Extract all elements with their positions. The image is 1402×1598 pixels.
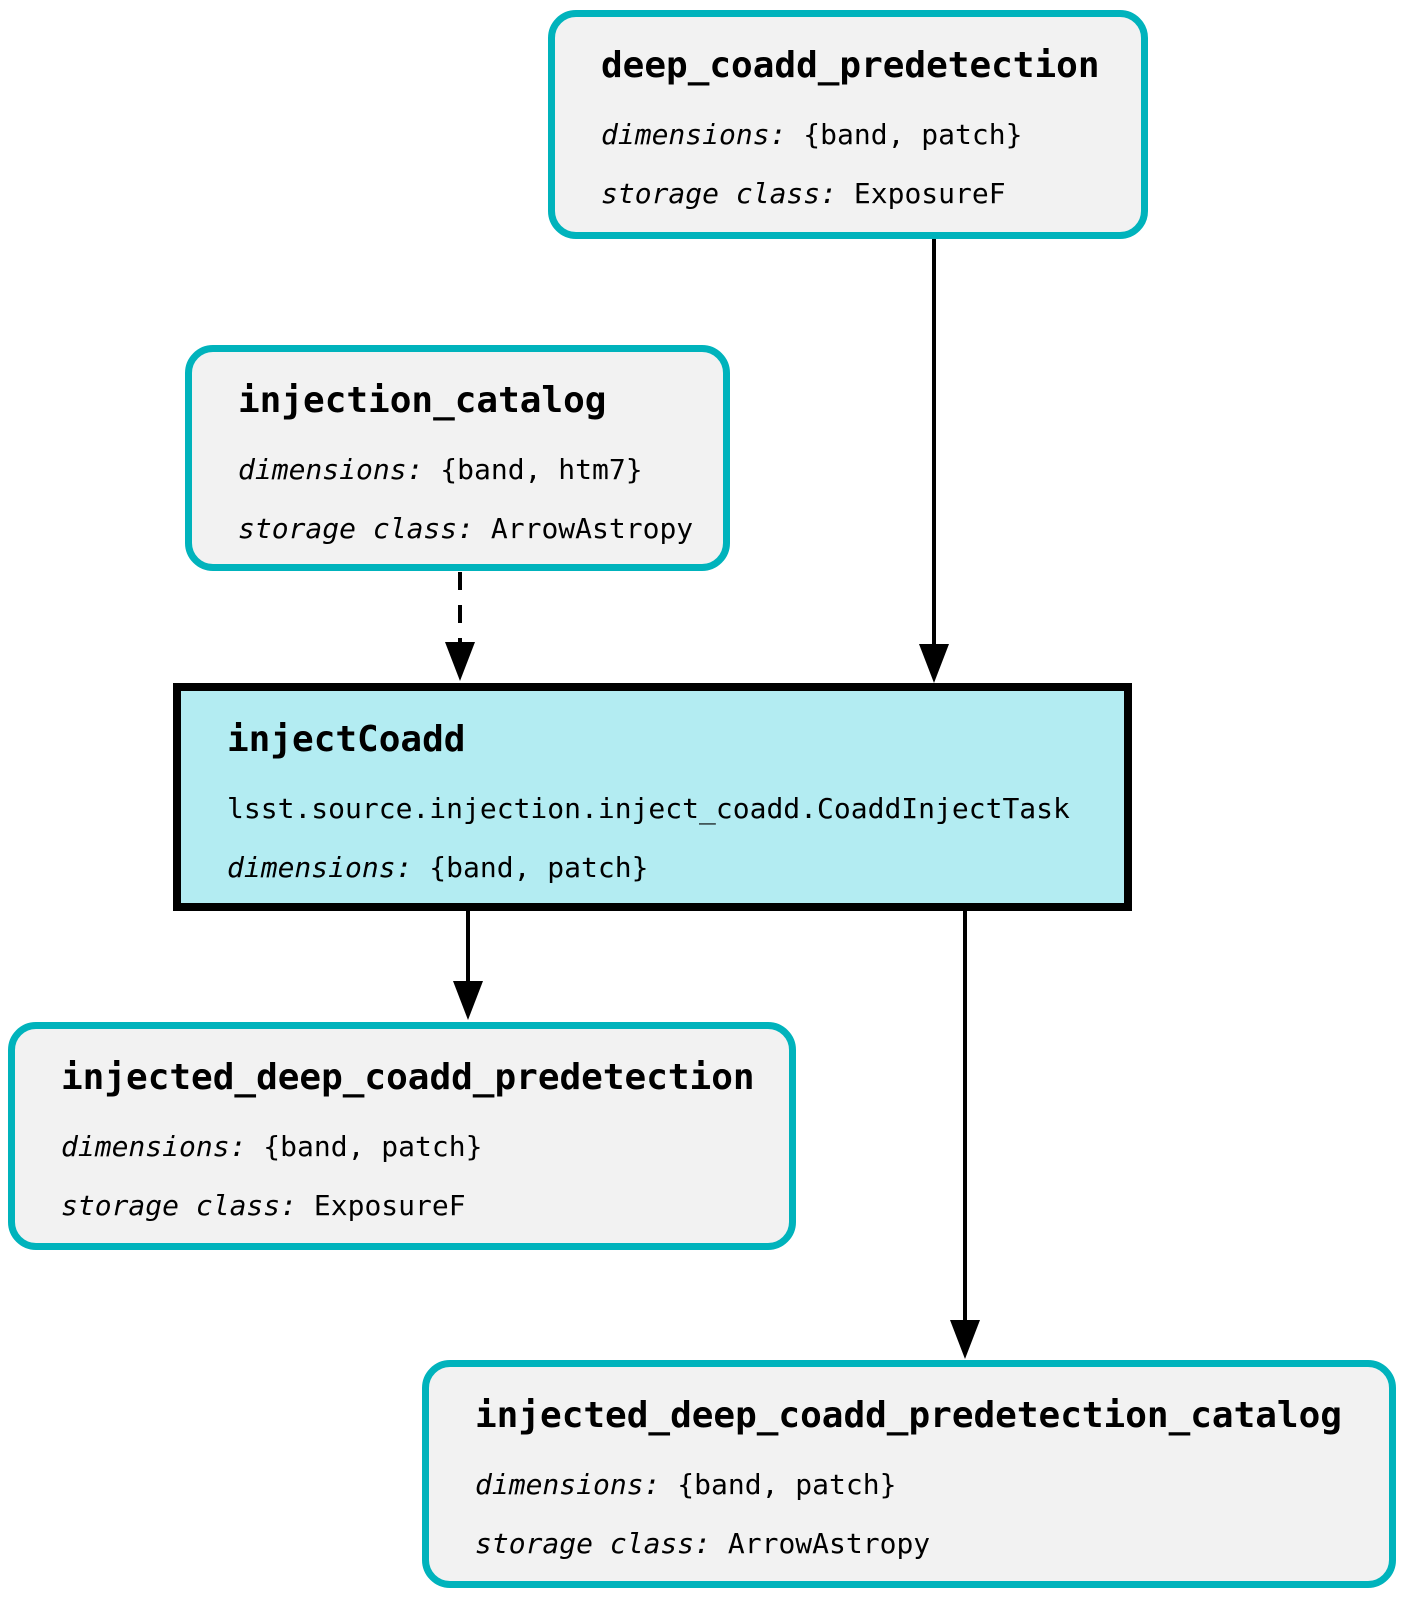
- edge-deep_coadd_predetection-to-injectCoadd: [919, 238, 949, 683]
- dimensions-value: {band, htm7}: [440, 453, 643, 486]
- dimensions-label: dimensions:: [227, 851, 413, 884]
- storage-class-label: storage class:: [475, 1527, 712, 1560]
- node-injection_catalog: injection_catalog dimensions: {band, htm…: [185, 345, 730, 571]
- node-injectCoadd: injectCoadd lsst.source.injection.inject…: [173, 683, 1132, 911]
- node-storage-row: storage class: ExposureF: [601, 179, 1095, 209]
- dimensions-label: dimensions:: [61, 1130, 247, 1163]
- node-injected_deep_coadd_predetection: injected_deep_coadd_predetection dimensi…: [8, 1022, 796, 1250]
- edge-injectCoadd-to-injected_deep_coadd_predetection: [453, 911, 483, 1020]
- node-dimensions-row: dimensions: {band, patch}: [227, 853, 1078, 883]
- dimensions-value: {band, patch}: [429, 851, 649, 884]
- storage-class-label: storage class:: [238, 512, 475, 545]
- node-task-class-row: lsst.source.injection.inject_coadd.Coadd…: [227, 794, 1078, 824]
- dimensions-label: dimensions:: [238, 453, 424, 486]
- edge-injection_catalog-to-injectCoadd: [445, 572, 475, 681]
- node-dimensions-row: dimensions: {band, htm7}: [238, 455, 677, 485]
- dimensions-label: dimensions:: [601, 118, 787, 151]
- node-title: injection_catalog: [238, 380, 607, 421]
- dimensions-value: {band, patch}: [803, 118, 1023, 151]
- node-title: injected_deep_coadd_predetection: [61, 1057, 755, 1098]
- node-title: injectCoadd: [227, 719, 466, 760]
- node-title: injected_deep_coadd_predetection_catalog: [475, 1395, 1342, 1436]
- storage-class-value: ExposureF: [313, 1189, 466, 1222]
- node-storage-row: storage class: ExposureF: [61, 1191, 743, 1221]
- dimensions-value: {band, patch}: [263, 1130, 483, 1163]
- dimensions-value: {band, patch}: [677, 1468, 897, 1501]
- edge-injectCoadd-to-injected_deep_coadd_predetection_catalog: [950, 911, 980, 1359]
- node-deep_coadd_predetection: deep_coadd_predetection dimensions: {ban…: [548, 10, 1148, 239]
- task-class-value: lsst.source.injection.inject_coadd.Coadd…: [227, 792, 1070, 825]
- storage-class-value: ArrowAstropy: [727, 1527, 931, 1560]
- storage-class-label: storage class:: [61, 1189, 298, 1222]
- node-storage-row: storage class: ArrowAstropy: [475, 1529, 1343, 1559]
- node-dimensions-row: dimensions: {band, patch}: [475, 1470, 1343, 1500]
- storage-class-value: ExposureF: [853, 177, 1006, 210]
- node-title: deep_coadd_predetection: [601, 45, 1100, 86]
- storage-class-label: storage class:: [601, 177, 838, 210]
- node-dimensions-row: dimensions: {band, patch}: [601, 120, 1095, 150]
- dimensions-label: dimensions:: [475, 1468, 661, 1501]
- storage-class-value: ArrowAstropy: [490, 512, 694, 545]
- node-dimensions-row: dimensions: {band, patch}: [61, 1132, 743, 1162]
- node-injected_deep_coadd_predetection_catalog: injected_deep_coadd_predetection_catalog…: [422, 1360, 1396, 1588]
- node-storage-row: storage class: ArrowAstropy: [238, 512, 693, 545]
